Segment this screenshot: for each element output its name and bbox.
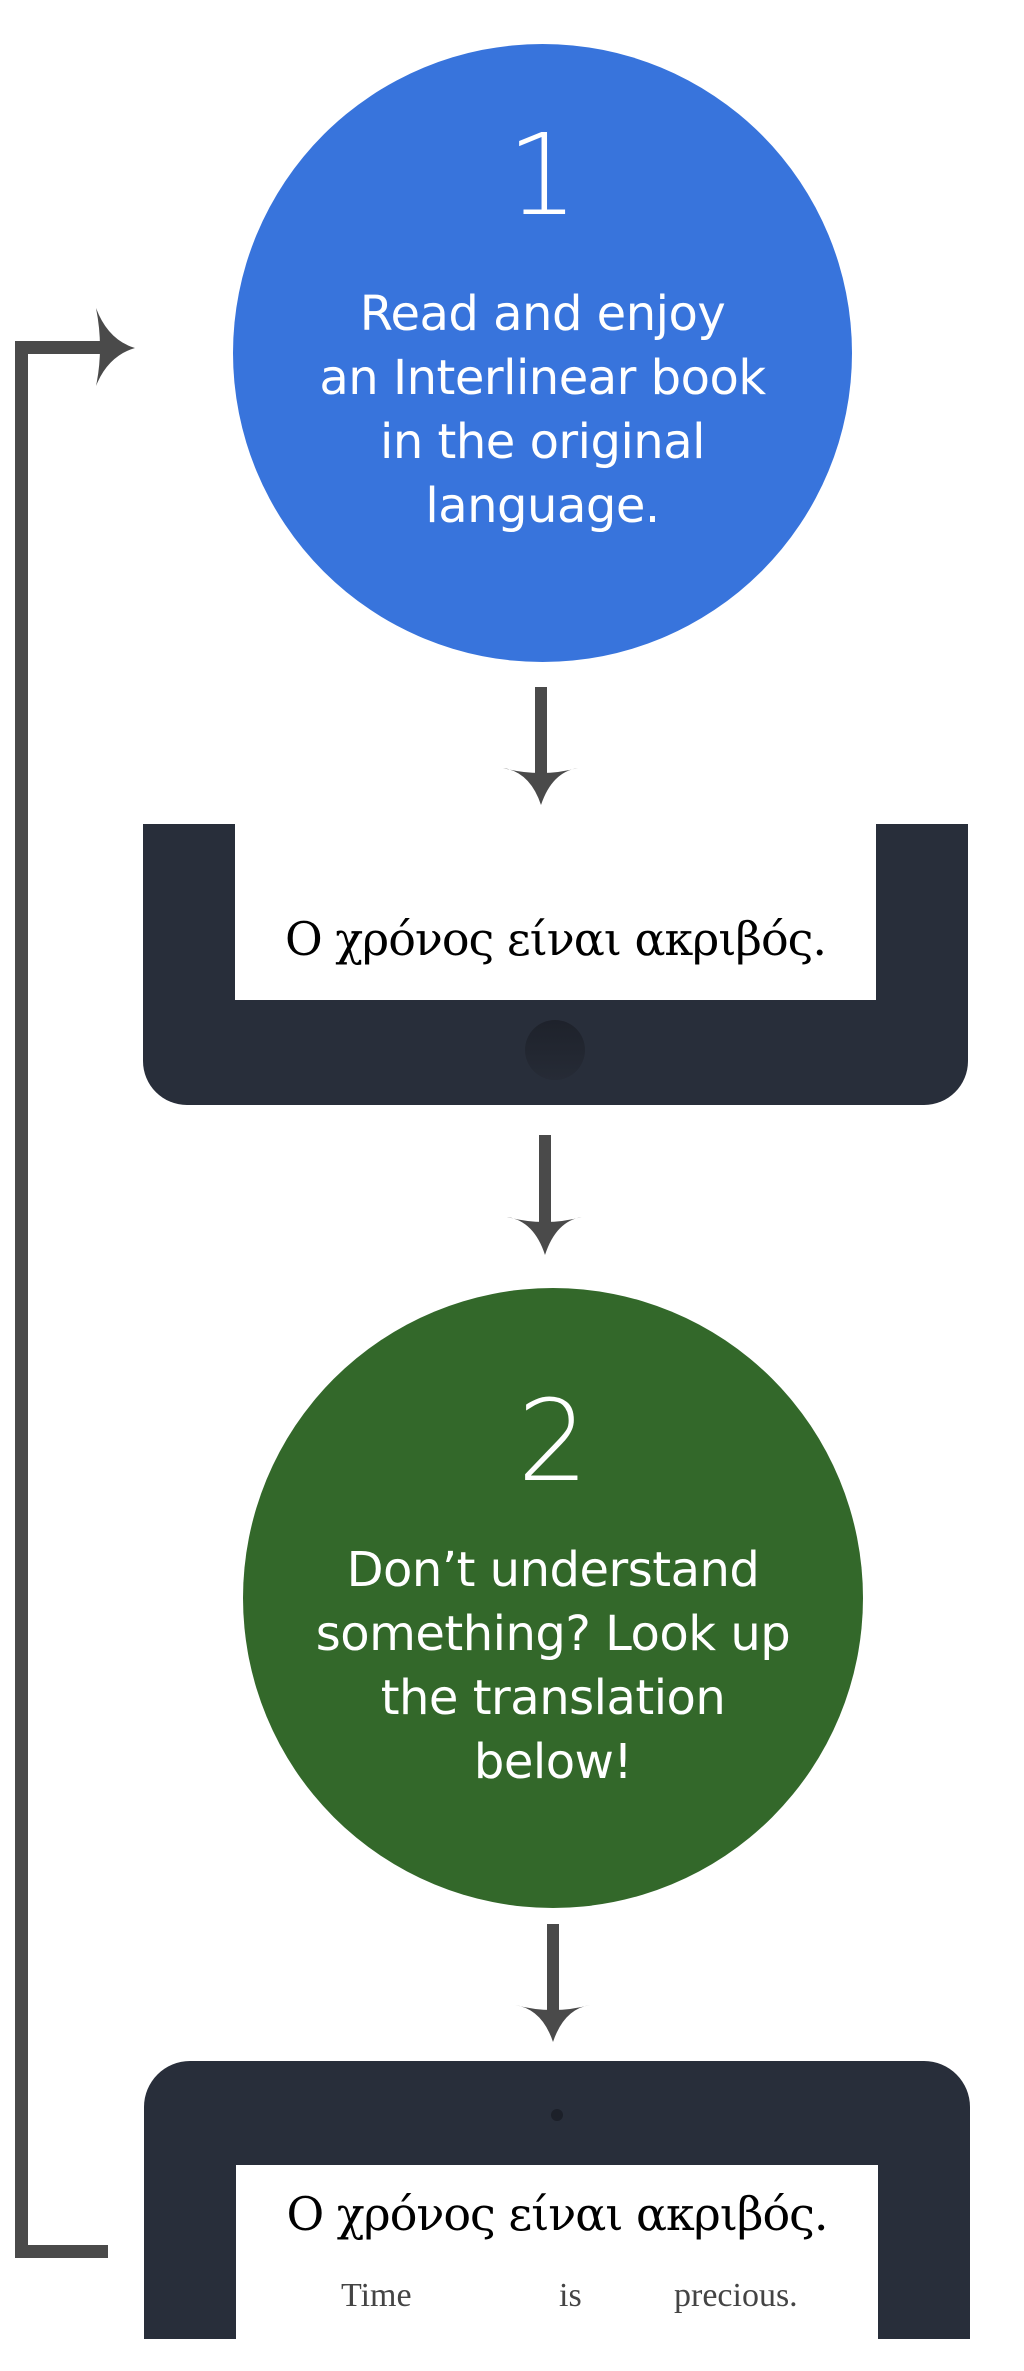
translation-word: Time [341, 2277, 412, 2314]
original-language-text: Ο χρόνος είναι ακριβός. [284, 912, 827, 966]
translation-word: precious. [674, 2277, 798, 2314]
step-1-number: 1 [506, 111, 579, 241]
step-2-description: Don’t understand something? Look up the … [243, 1538, 863, 1794]
step-2-line: Don’t understand [346, 1542, 760, 1598]
step-2-number: 2 [517, 1377, 589, 1507]
translation-word: is [559, 2277, 582, 2314]
step-2-circle: 2 Don’t understand something? Look up th… [243, 1288, 863, 1908]
camera-icon [551, 2109, 563, 2121]
down-arrow-icon [507, 1135, 582, 1255]
step-1-line: language. [425, 478, 660, 534]
tablet-device-original: Ο χρόνος είναι ακριβός. [143, 824, 968, 1105]
step-1-description: Read and enjoy an Interlinear book in th… [233, 282, 852, 538]
loop-back-arrow-icon [15, 308, 135, 2258]
step-1-line: Read and enjoy [359, 286, 726, 342]
down-arrow-icon [515, 1924, 590, 2042]
step-1-line: an Interlinear book [319, 350, 766, 406]
tablet-screen: Ο χρόνος είναι ακριβός. [235, 824, 876, 1000]
step-1-line: in the original [380, 414, 705, 470]
down-arrow-icon [503, 687, 578, 805]
step-1-circle: 1 Read and enjoy an Interlinear book in … [233, 44, 852, 662]
original-language-text: Ο χρόνος είναι ακριβός. [286, 2187, 828, 2241]
step-2-line: below! [473, 1734, 633, 1790]
home-button-icon [525, 1020, 585, 1080]
tablet-device-translation: Ο χρόνος είναι ακριβός. Time is precious… [144, 2061, 970, 2339]
tablet-screen: Ο χρόνος είναι ακριβός. Time is precious… [236, 2165, 878, 2339]
step-2-line: the translation [380, 1670, 726, 1726]
step-2-line: something? Look up [315, 1606, 791, 1662]
